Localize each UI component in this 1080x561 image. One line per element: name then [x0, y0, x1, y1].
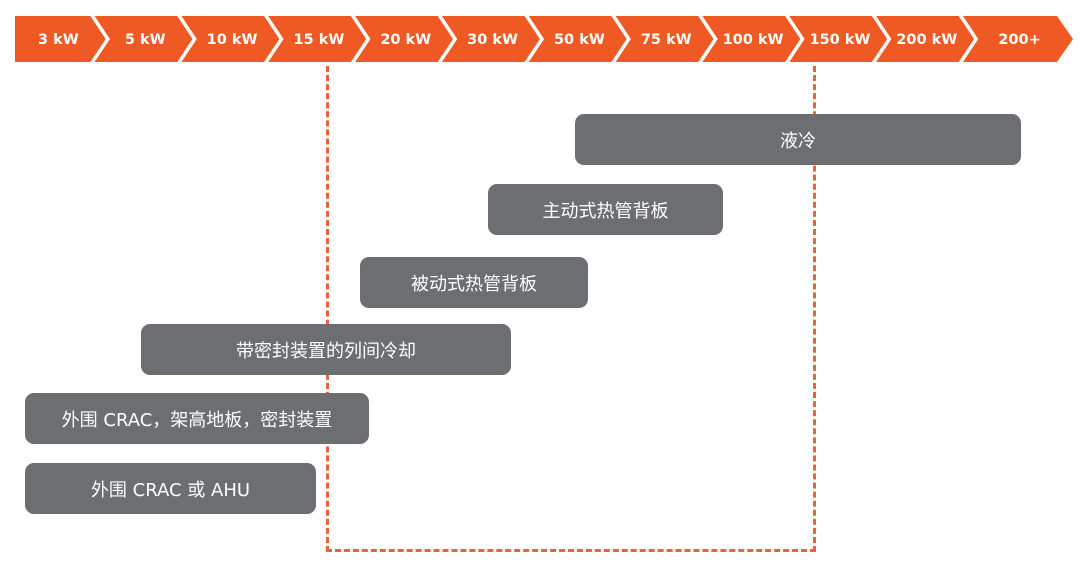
scale-label: 3 kW — [38, 32, 79, 48]
scale-separator — [785, 14, 805, 64]
scale-separator — [611, 14, 631, 64]
scale-label: 20 kW — [380, 32, 431, 48]
scale-separator — [264, 14, 284, 64]
scale-label: 10 kW — [207, 32, 258, 48]
scale-label: 150 kW — [809, 32, 870, 48]
scale-separator — [177, 14, 197, 64]
scale-label: 200+ — [998, 32, 1040, 48]
scale-separator — [437, 14, 458, 64]
scale-label: 50 kW — [554, 32, 605, 48]
bar-liquid-cooling: 液冷 — [575, 114, 1021, 165]
bar-perimeter-crac-or-ahu: 外围 CRAC 或 AHU — [25, 463, 316, 514]
bar-active-heat-pipe-backplane: 主动式热管背板 — [488, 184, 723, 235]
scale-label: 5 kW — [125, 32, 166, 48]
scale-separator — [350, 14, 371, 64]
scale-label: 30 kW — [467, 32, 518, 48]
scale-label: 15 kW — [293, 32, 344, 48]
highlight-range-box — [326, 66, 816, 552]
scale-label: 100 kW — [723, 32, 784, 48]
scale-separator — [698, 14, 718, 64]
scale-separator — [524, 14, 545, 64]
scale-separator — [958, 14, 979, 64]
power-density-scale: 3 kW 5 kW 10 kW 15 kW 20 kW 30 kW 50 kW 75 kW 10… — [15, 14, 1073, 64]
scale-separator — [90, 14, 110, 64]
bar-perimeter-crac-raised-floor-containment: 外围 CRAC，架高地板，密封装置 — [25, 393, 369, 444]
bar-passive-heat-pipe-backplane: 被动式热管背板 — [360, 257, 588, 308]
bar-inrow-cooling-with-containment: 带密封装置的列间冷却 — [141, 324, 511, 375]
scale-separator — [871, 14, 892, 64]
scale-label: 200 kW — [896, 32, 957, 48]
scale-label: 75 kW — [641, 32, 692, 48]
